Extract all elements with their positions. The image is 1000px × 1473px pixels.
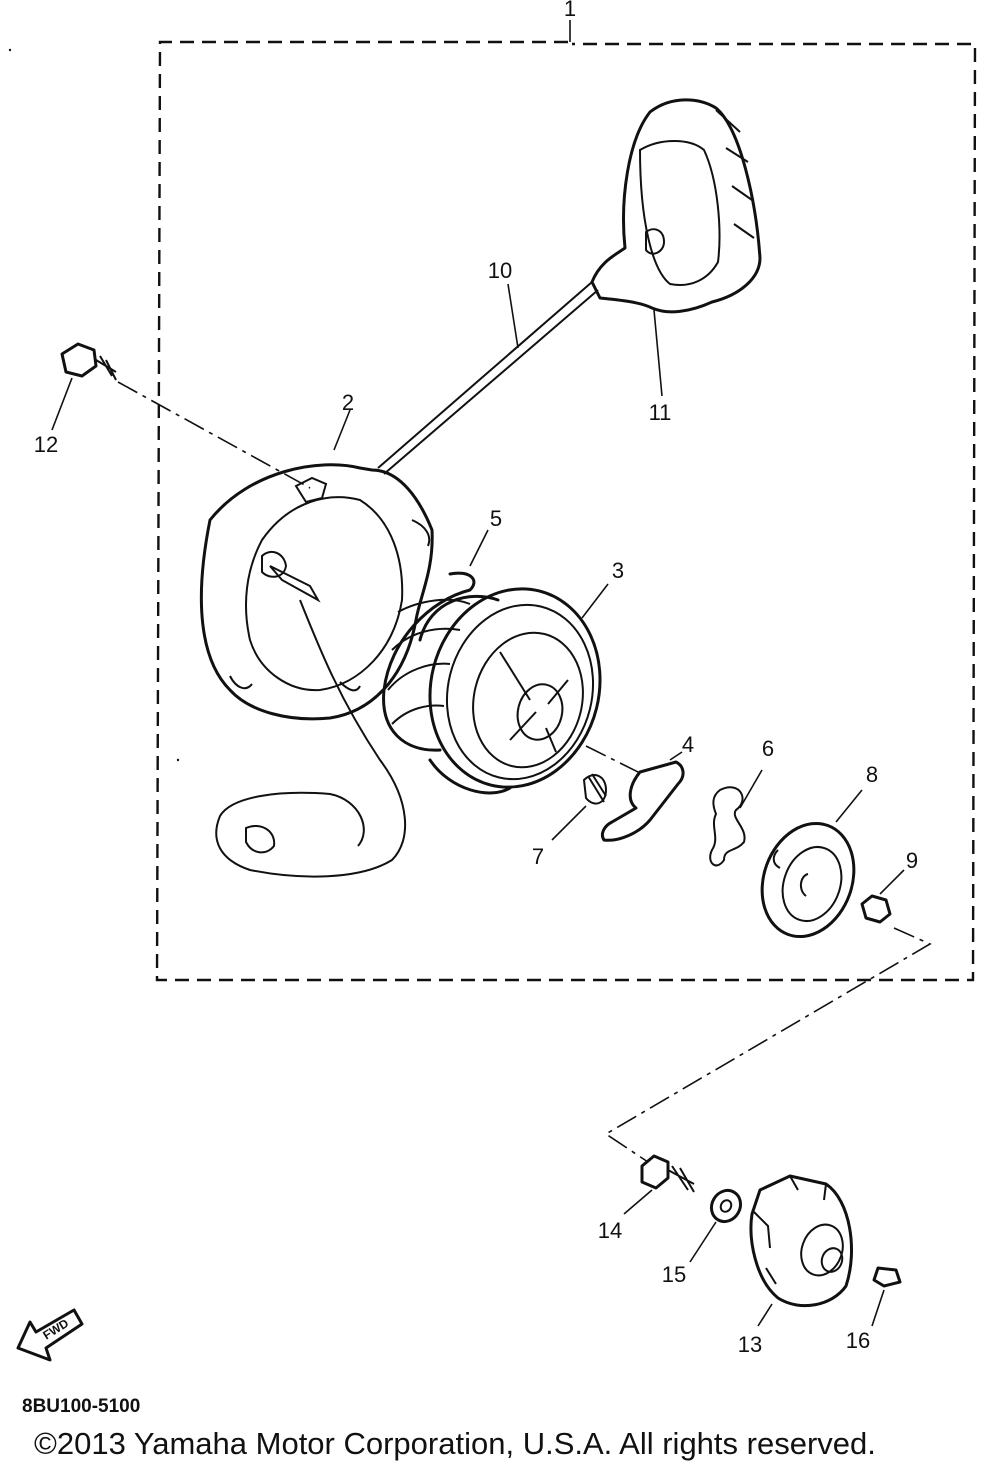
callout-10: 10 — [488, 258, 512, 283]
callout-13: 13 — [738, 1332, 762, 1357]
starter-rope — [377, 281, 599, 475]
callout-8: 8 — [866, 762, 878, 787]
callout-11: 11 — [649, 400, 672, 425]
case-gasket-loop — [215, 599, 407, 878]
assembly-boundary — [155, 20, 977, 982]
friction-spring-clip — [709, 769, 763, 867]
starter-handle — [590, 98, 762, 397]
callout-4: 4 — [682, 732, 694, 757]
callout-6: 6 — [762, 736, 774, 761]
woodruff-key — [871, 1266, 902, 1327]
callout-7: 7 — [532, 844, 544, 869]
assembly-chain-line — [604, 927, 932, 1163]
callout-14: 14 — [598, 1218, 622, 1243]
speck — [176, 758, 180, 762]
nut — [860, 869, 905, 924]
callout-1: 1 — [564, 0, 576, 21]
callout-15: 15 — [662, 1262, 686, 1287]
diagram-code: 8BU100-5100 — [22, 1396, 141, 1417]
pulley-drum — [418, 583, 609, 795]
ratchet-spring — [551, 773, 608, 841]
starter-pulley — [749, 1174, 853, 1327]
callout-9: 9 — [906, 848, 918, 873]
copyright-notice: ©2013 Yamaha Motor Corporation, U.S.A. A… — [34, 1426, 876, 1461]
callout-3: 3 — [612, 558, 624, 583]
callout-12: 12 — [34, 432, 58, 457]
callout-5: 5 — [490, 506, 502, 531]
ratchet-pawl — [585, 745, 685, 842]
starter-case — [199, 409, 434, 721]
callout-2: 2 — [342, 390, 354, 415]
callout-numbers: 1 2 3 4 5 6 7 8 9 10 11 12 13 14 15 16 — [34, 0, 918, 1357]
flange-bolt-12 — [51, 342, 311, 489]
washer — [689, 1188, 743, 1263]
flange-bolt-14 — [623, 1154, 695, 1215]
drive-plate — [760, 789, 863, 939]
fwd-label: FWD — [40, 1316, 71, 1343]
speck — [8, 48, 12, 52]
callout-16: 16 — [846, 1328, 870, 1353]
fwd-arrow-icon: FWD — [16, 1308, 84, 1362]
